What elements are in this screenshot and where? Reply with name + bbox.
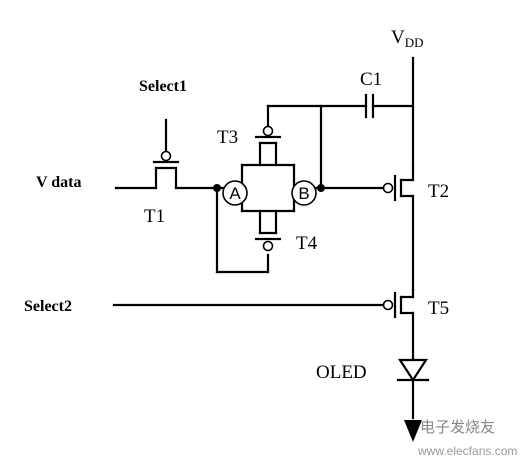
transistor-t1	[114, 118, 219, 190]
junction-dot-a	[213, 184, 221, 192]
transistor-t4	[254, 209, 282, 252]
vdata-label: V data	[36, 174, 82, 191]
select2-label: Select2	[24, 298, 72, 315]
junction-dot-b	[317, 184, 325, 192]
t4-label: T4	[296, 233, 318, 254]
t1-label: T1	[144, 206, 165, 227]
watermark-url: www.elecfans.com	[417, 444, 517, 458]
watermark-text: 电子发烧友	[420, 418, 495, 436]
t3-label: T3	[217, 127, 238, 148]
node-b: B	[291, 180, 317, 206]
oled-label: OLED	[316, 362, 367, 383]
node-a-label: A	[229, 184, 241, 203]
node-b-label: B	[298, 184, 309, 203]
c1-label: C1	[360, 69, 382, 90]
t2-label: T2	[428, 181, 449, 202]
transistor-t5	[112, 288, 415, 362]
transistor-t2	[382, 166, 415, 292]
capacitor-c1	[266, 93, 415, 119]
watermark: 电子发烧友 www.elecfans.com	[417, 418, 517, 458]
oled-diode	[396, 358, 430, 420]
node-a: A	[222, 180, 248, 206]
t5-label: T5	[428, 298, 449, 319]
transistor-t3	[254, 125, 282, 167]
ground-arrow	[404, 420, 422, 442]
tg-loop	[215, 104, 323, 274]
select1-label: Select1	[139, 78, 187, 95]
vdd-label: VDD	[391, 27, 424, 50]
